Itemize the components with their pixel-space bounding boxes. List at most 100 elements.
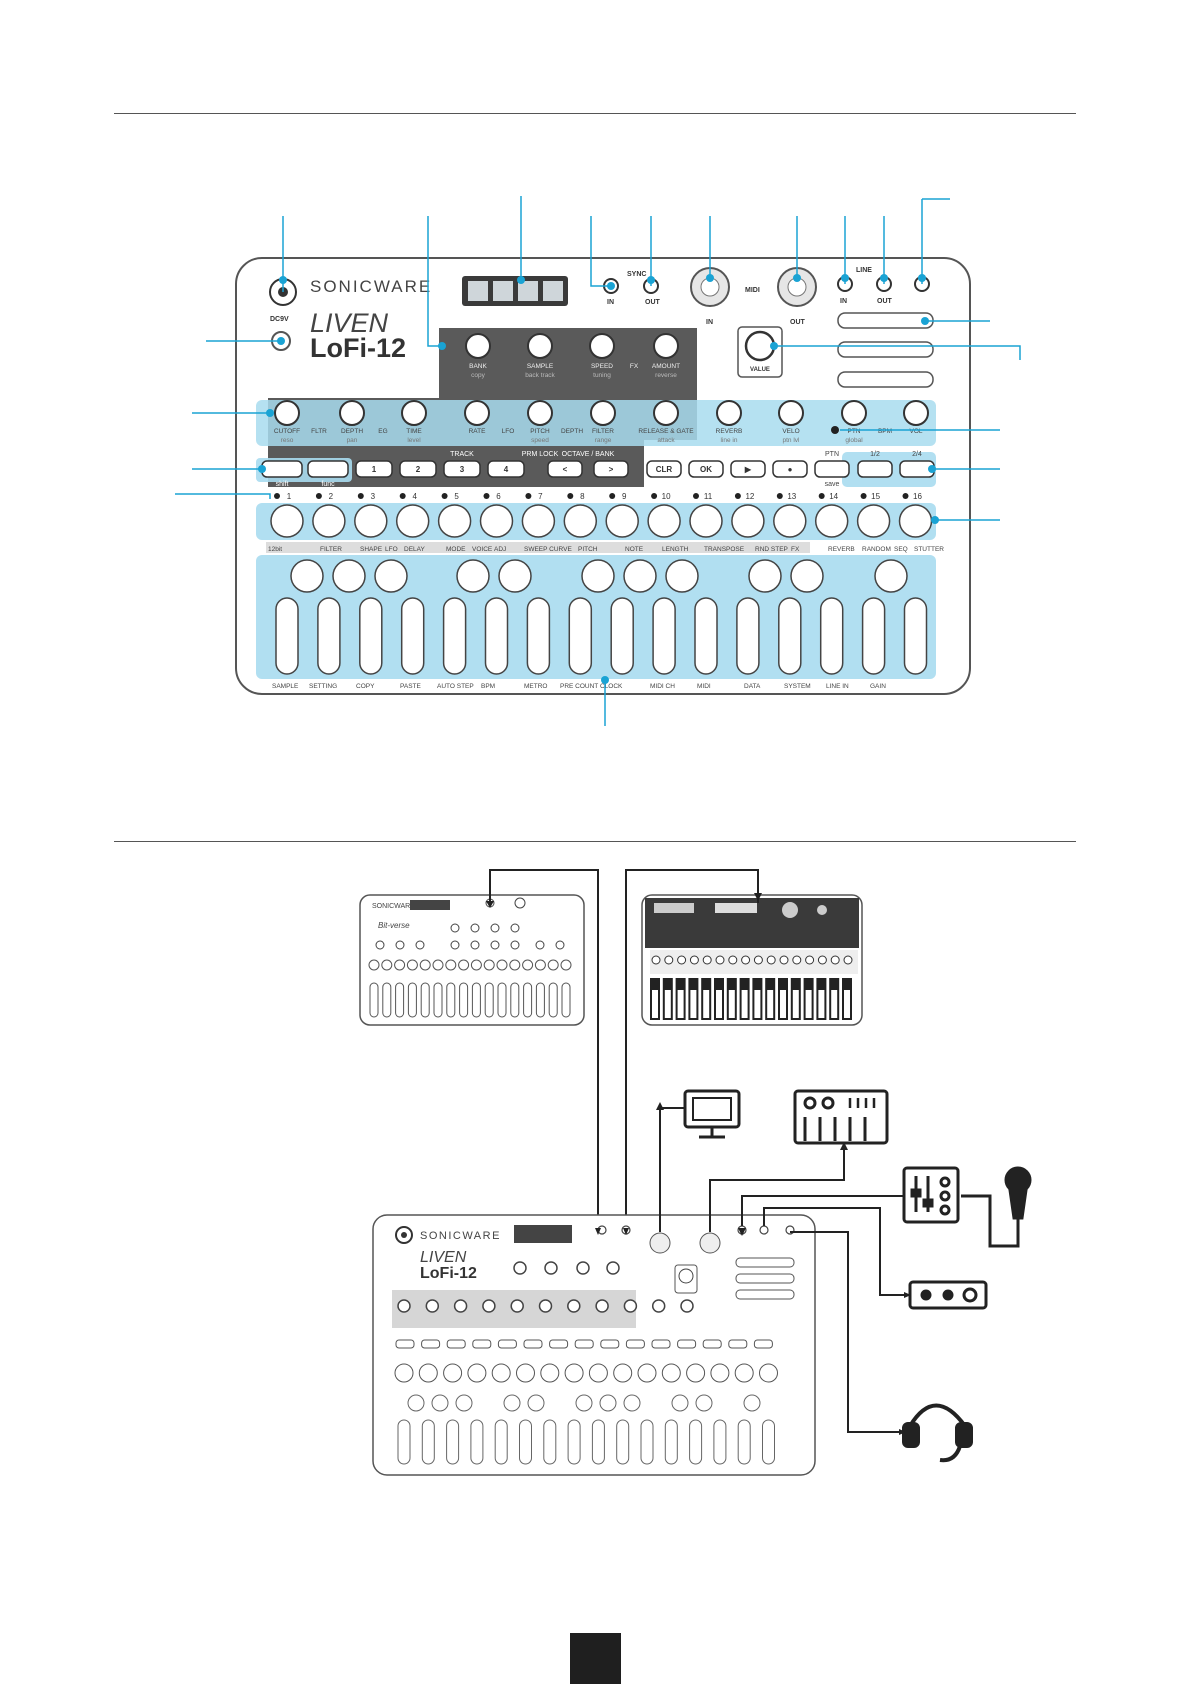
step-led [567,493,574,499]
black-key[interactable] [332,559,366,593]
mini-step-button [664,955,674,965]
white-key[interactable] [652,597,676,675]
white-key[interactable] [903,597,928,675]
svg-text:tuning: tuning [593,372,611,379]
step-button[interactable] [898,504,933,538]
mini-key [662,978,673,1020]
mini-step-button [677,955,687,965]
step-button[interactable] [354,504,388,538]
step-button[interactable] [437,504,472,538]
mini-key-face [831,990,838,1018]
mini-button [753,1339,773,1349]
headphones-icon [902,1403,973,1463]
white-key[interactable] [484,597,509,675]
mini-step-button [516,1363,535,1383]
step-button[interactable] [647,504,681,538]
mini-button [497,1339,517,1349]
svg-text:BPM: BPM [878,428,892,435]
step-button[interactable] [563,504,598,538]
mini-step-button [588,1363,608,1383]
mini-knob [482,1299,496,1313]
black-key[interactable] [456,559,490,593]
white-key[interactable] [317,597,341,675]
mini-knob [510,1299,524,1313]
mini-black-key [695,1394,713,1412]
display [462,276,568,306]
knob-release [653,400,679,426]
step-button[interactable] [395,504,430,538]
mini-step-button [522,959,534,971]
svg-text:●: ● [788,465,793,474]
step-button[interactable] [312,504,346,538]
white-key[interactable] [610,597,634,675]
black-key[interactable] [790,559,824,593]
svg-text:VELO: VELO [782,428,799,435]
black-key[interactable] [665,559,699,593]
shift-button [261,460,303,478]
step-button[interactable] [814,504,849,538]
black-key[interactable] [290,559,324,593]
mini-key [548,982,558,1018]
white-key[interactable] [778,597,802,675]
svg-text:2: 2 [416,465,421,474]
svg-text:EG: EG [378,428,387,435]
mini-black-key [671,1394,689,1412]
white-key[interactable] [442,597,467,675]
knob-bank [465,333,491,359]
white-key[interactable] [275,597,299,675]
white-key[interactable] [861,597,886,675]
step-led [399,493,406,499]
white-key[interactable] [819,597,844,675]
mini-key [510,982,520,1018]
mini-step-button [753,955,763,965]
white-key[interactable] [400,597,425,675]
step-button[interactable] [731,504,765,538]
white-key[interactable] [359,597,383,675]
step-function-label: DELAY [404,546,425,553]
white-key[interactable] [694,597,718,675]
step-button[interactable] [605,504,639,538]
key-function-label: MIDI [697,683,711,690]
step-button[interactable] [689,504,723,538]
mini-key-face [754,990,761,1018]
black-key[interactable] [498,559,532,593]
mini-step-button [766,955,776,965]
step-function-label: PITCH [578,546,598,553]
svg-text:shift: shift [276,481,289,488]
mini-black-key [575,1394,593,1412]
mini-step-button [637,1363,657,1383]
step-button[interactable] [856,504,891,538]
step-led [357,493,364,499]
mini-key [494,1419,508,1465]
black-key[interactable] [748,559,782,593]
black-key[interactable] [874,559,908,593]
step-button[interactable] [270,504,304,538]
mini-step-button [381,959,393,971]
svg-text:4: 4 [504,465,509,474]
knob-cutoff [274,400,300,426]
step-function-label: FILTER [320,546,342,553]
mini-black-key [431,1394,449,1412]
step-button[interactable] [521,504,556,538]
black-key[interactable] [623,559,657,593]
svg-text:CUTOFF: CUTOFF [274,428,300,435]
step-function-label: MODE [446,546,466,553]
step-button[interactable] [479,504,514,538]
svg-text:FILTER: FILTER [592,428,614,435]
mini-key [471,982,481,1018]
octave-right-button [593,460,629,478]
black-key[interactable] [581,559,615,593]
black-key[interactable] [374,559,408,593]
knob-ptn [841,400,867,426]
mini-key [484,982,494,1018]
svg-text:pan: pan [347,437,358,444]
mini-key-face [844,990,850,1018]
svg-text:ptn lvl: ptn lvl [783,437,801,444]
step-number: 9 [622,492,627,501]
white-key[interactable] [736,597,760,675]
white-key[interactable] [526,597,551,675]
white-key[interactable] [568,597,593,675]
rec-button [772,460,808,478]
step-button[interactable] [773,504,807,538]
mini-step-button [467,1363,487,1383]
